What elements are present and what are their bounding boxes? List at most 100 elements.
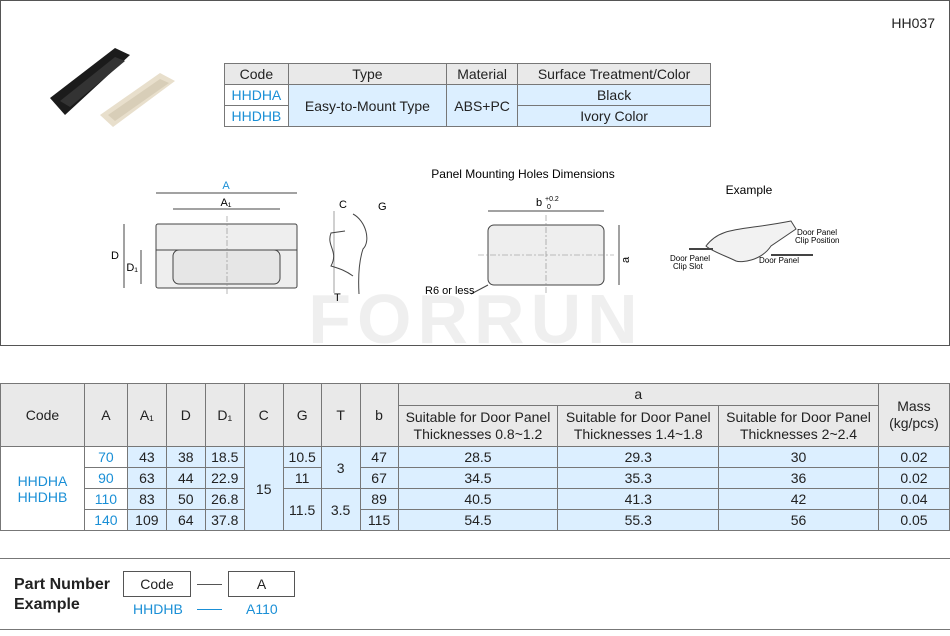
header-type: Type [287,63,448,85]
cell-C: 15 [243,446,284,531]
A-box: A [228,571,295,597]
example-title: Example [726,183,773,197]
header-code: Code [0,383,85,447]
cell-T: 3 [320,446,361,489]
header-code: Code [224,63,289,85]
header-a-thin: Suitable for Door Panel Thicknesses 0.8~… [397,405,559,447]
header-G: G [282,383,322,447]
label-door-panel: Door Panel [759,256,799,265]
label-clip-slot: Door Panel [670,254,710,263]
cell-mass: 0.04 [877,488,950,510]
dimension-drawings: A A₁ D D₁ C G T Panel Mounting Holes Dim… [111,167,839,346]
part-number-label: Part Number [14,576,111,593]
label-clip-slot: Clip Slot [673,262,704,271]
cell-D1: 26.8 [204,488,245,510]
cell-a3: 56 [718,509,879,531]
cell-G: 11.5 [282,488,322,531]
label-clip-position: Clip Position [795,236,839,245]
example-code: HHDHB [133,601,183,617]
code-cell[interactable]: HHDHB [224,105,289,127]
cell-mass: 0.02 [877,446,950,468]
dim-A1: A₁ [220,197,231,209]
header-a: a [397,383,879,406]
cell-D1: 22.9 [204,467,245,489]
dim-C: C [339,199,347,211]
dim-A: A [222,180,230,192]
cell-D1: 18.5 [204,446,245,468]
dim-b: b [536,197,542,209]
cell-D1: 37.8 [204,509,245,531]
header-A1: A₁ [126,383,167,447]
cell-a2: 29.3 [557,446,720,468]
cell-D: 50 [165,488,206,510]
cell-a1: 34.5 [397,467,559,489]
code-cell[interactable]: HHDHA [224,84,289,106]
material-cell: ABS+PC [446,84,519,127]
cell-a2: 41.3 [557,488,720,510]
header-T: T [320,383,361,447]
tol-zero: 0 [547,204,551,211]
cell-D: 44 [165,467,206,489]
example-label: Example [14,596,80,613]
header-a-mid: Suitable for Door Panel Thicknesses 1.4~… [557,405,720,447]
header-A: A [83,383,128,447]
separator-line [197,584,222,585]
dim-G: G [378,201,387,213]
cell-mass: 0.02 [877,467,950,489]
cell-D: 38 [165,446,206,468]
header-D1: D₁ [204,383,245,447]
dim-a: a [620,256,632,263]
code-hhdhb[interactable]: HHDHB [17,488,68,505]
tol-plus: +0.2 [545,196,559,203]
cell-b: 47 [359,446,399,468]
cell-a1: 54.5 [397,509,559,531]
product-image [50,48,175,127]
cell-b: 89 [359,488,399,510]
cell-A1: 43 [126,446,167,468]
cell-a3: 42 [718,488,879,510]
cell-A[interactable]: 90 [83,467,128,489]
cell-a1: 28.5 [397,446,559,468]
cell-A[interactable]: 140 [83,509,128,531]
cell-A[interactable]: 70 [83,446,128,468]
cell-mass: 0.05 [877,509,950,531]
cell-a2: 35.3 [557,467,720,489]
cell-a2: 55.3 [557,509,720,531]
code-box: Code [123,571,191,597]
watermark-logo: FORRUN [308,280,643,346]
type-cell: Easy-to-Mount Type [287,84,448,127]
cell-A[interactable]: 110 [83,488,128,510]
spec-table: Code A A₁ D D₁ C G T b a Mass (kg/pcs) S… [0,383,950,531]
cell-A1: 63 [126,467,167,489]
radius-note: R6 or less [425,285,475,297]
example-A: A110 [246,601,278,617]
header-mass: Mass (kg/pcs) [877,383,950,447]
example-separator [197,609,222,610]
cell-G: 10.5 [282,446,322,468]
cell-a3: 30 [718,446,879,468]
header-b: b [359,383,399,447]
color-cell: Black [517,84,711,106]
dim-D1: D₁ [126,262,138,274]
cell-b: 115 [359,509,399,531]
header-D: D [165,383,206,447]
cell-A1: 83 [126,488,167,510]
code-hhdha[interactable]: HHDHA [17,472,68,489]
cell-G: 11 [282,467,322,489]
header-a-thick: Suitable for Door Panel Thicknesses 2~2.… [718,405,879,447]
dim-T: T [334,292,341,304]
cell-A1: 109 [126,509,167,531]
header-C: C [243,383,284,447]
header-material: Material [446,63,519,85]
cell-b: 67 [359,467,399,489]
cell-T: 3.5 [320,488,361,531]
page-code: HH037 [891,15,935,31]
cell-a3: 36 [718,467,879,489]
